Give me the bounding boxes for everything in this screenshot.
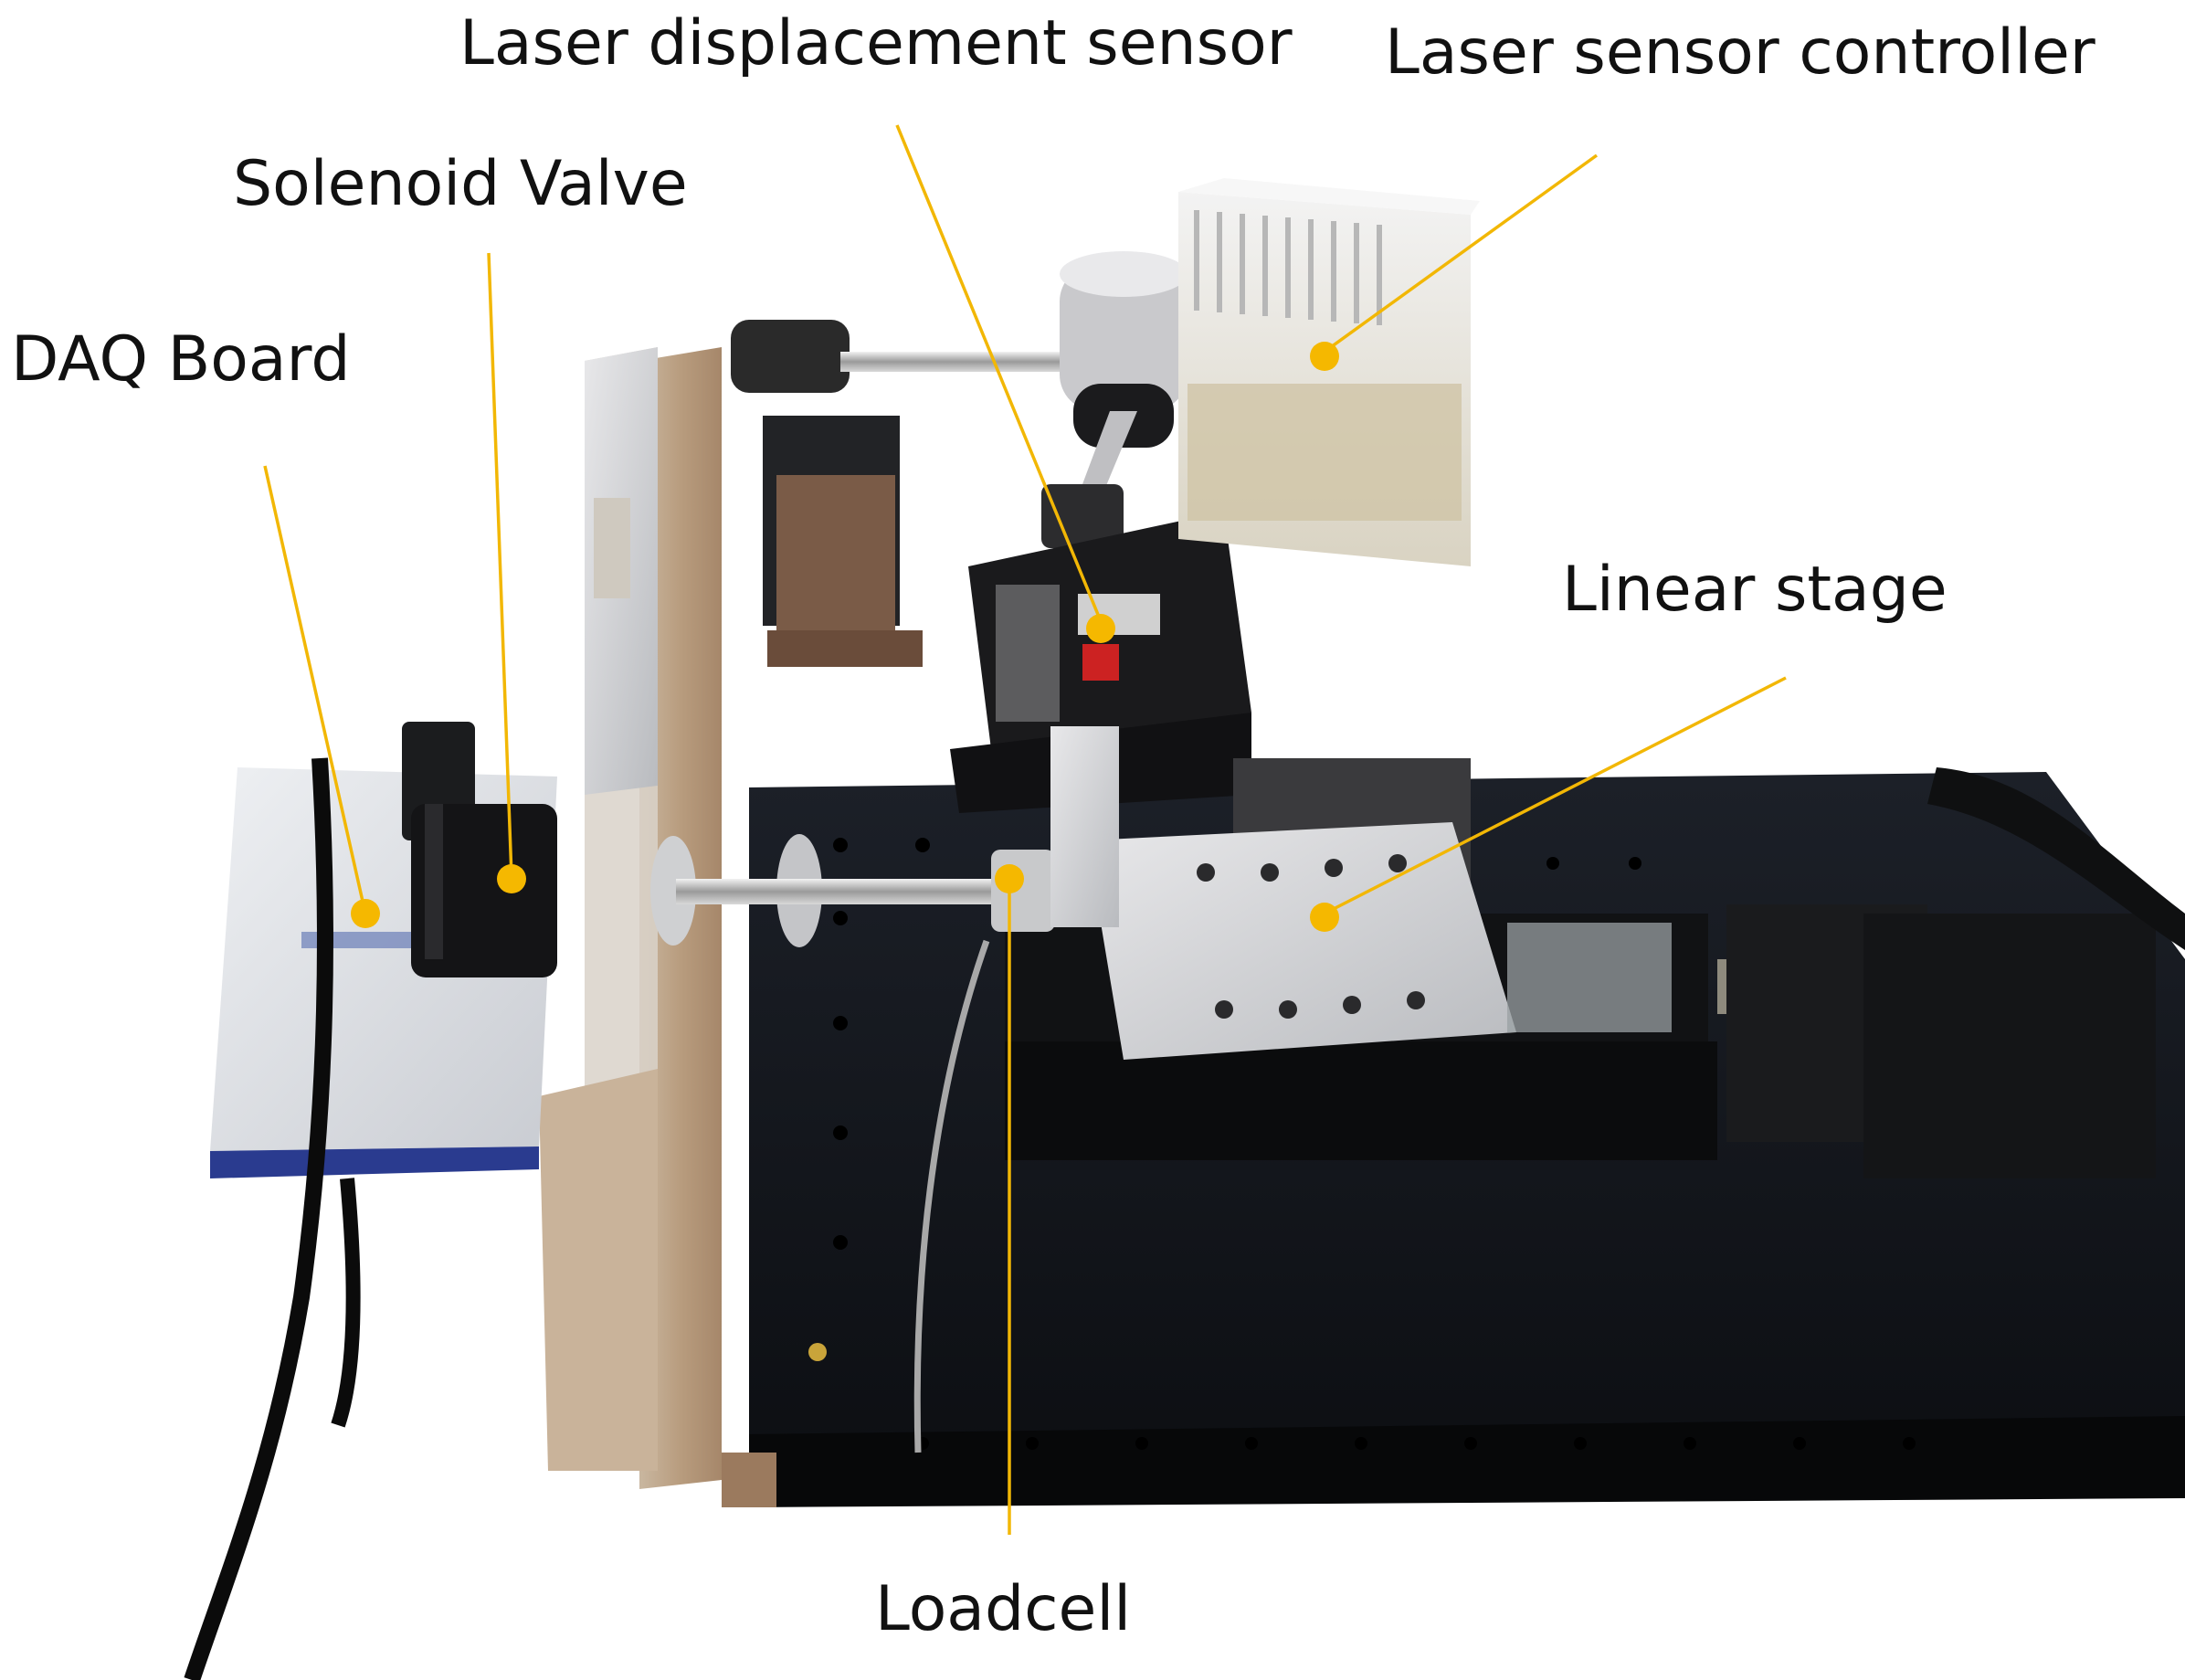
- leader-line-linear-stage: [1324, 676, 1787, 915]
- marker-dot-linear-stage: [1310, 903, 1339, 932]
- marker-dot-laser-sensor-controller: [1310, 342, 1339, 371]
- marker-dot-laser-displacement-sensor: [1086, 614, 1115, 643]
- label-daq-board: DAQ Board: [11, 323, 351, 396]
- label-linear-stage: Linear stage: [1562, 554, 1948, 626]
- marker-dot-loadcell: [995, 864, 1024, 893]
- laser-sensor-controller-body: [1178, 178, 1480, 566]
- stepper-motor: [1726, 767, 2185, 1178]
- label-laser-displacement-sensor: Laser displacement sensor: [459, 7, 1293, 79]
- marker-dots: [351, 342, 1339, 932]
- leader-line-daq-board: [263, 465, 367, 914]
- label-laser-sensor-controller: Laser sensor controller: [1385, 16, 2095, 89]
- loadcell-assembly: [650, 726, 1119, 1453]
- marker-dot-daq-board: [351, 899, 380, 928]
- label-solenoid-valve: Solenoid Valve: [233, 148, 688, 220]
- sensor-stand: [731, 251, 1188, 667]
- leader-lines: [263, 124, 1787, 1535]
- solenoid-valve-body: [402, 722, 557, 977]
- laser-displacement-sensor-body: [950, 512, 1251, 813]
- leader-line-laser-displacement-sensor: [895, 124, 1103, 622]
- leader-line-solenoid-valve: [487, 252, 513, 878]
- leader-line-laser-sensor-controller: [1323, 153, 1599, 354]
- label-loadcell: Loadcell: [875, 1573, 1132, 1645]
- marker-dot-solenoid-valve: [497, 864, 526, 893]
- linear-stage-body: [1005, 758, 1818, 1160]
- vertical-frame: [539, 347, 722, 1489]
